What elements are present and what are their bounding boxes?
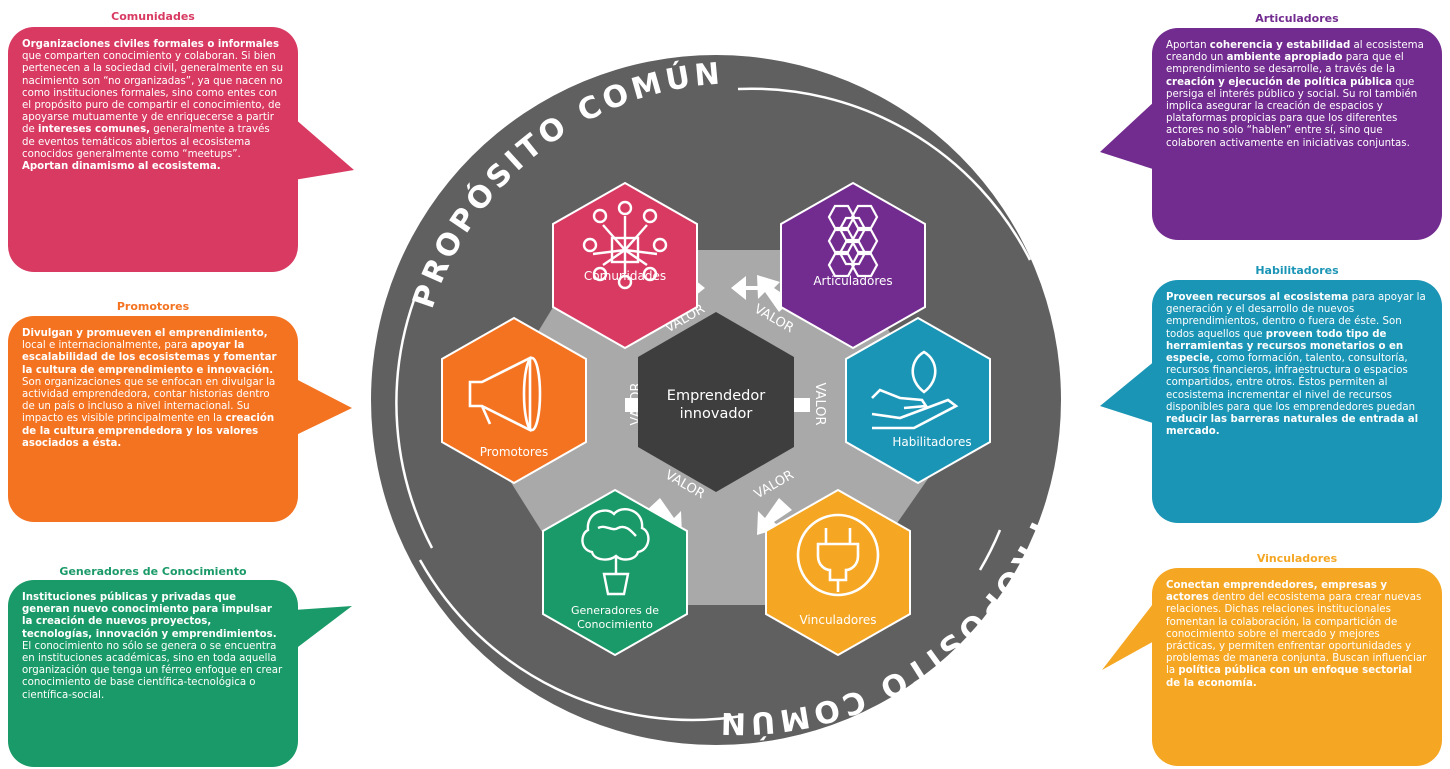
hexagon-label-promotores: Promotores [480, 445, 548, 459]
promotores-panel-tail [294, 378, 352, 436]
center-label-line1: Emprendedor [667, 388, 765, 404]
generadores-panel-text-segment: El conocimiento no sólo se genera o se e… [22, 640, 283, 701]
articuladores-panel-text-segment: que persiga el interés público y social.… [1166, 76, 1418, 149]
hexagon-habilitadores: Habilitadores [845, 316, 991, 485]
vinculadores-panel-tail [1102, 600, 1156, 670]
promotores-panel-text-segment: Son organizaciones que se enfocan en div… [22, 376, 276, 425]
valor-label-br: VALOR [752, 468, 797, 502]
promotores-panel-text-segment: creación de la cultura emprendedora y lo… [22, 413, 275, 449]
habilitadores-panel-text-segment: como formación, talento, consultoría, re… [1166, 353, 1416, 413]
hexagon-articuladores: Articuladores [780, 181, 926, 350]
articuladores-panel-text: Aportan coherencia y estabilidad al ecos… [1166, 40, 1428, 150]
comunidades-panel-title: Comunidades [111, 10, 195, 23]
comunidades-panel-text-segment: Aportan dinamismo al ecosistema. [22, 161, 221, 173]
vinculadores-panel-text: Conectan emprendedores, empresas y actor… [1166, 580, 1428, 690]
arrow-outer-tr [731, 276, 760, 300]
articuladores-panel-tail [1100, 100, 1156, 170]
ring-text-bottom: PROPÓSITO COMÚN [716, 517, 1057, 743]
hexagon-grid-icon [827, 204, 879, 278]
plug-icon [796, 513, 880, 597]
articuladores-panel-text-segment: Aportan [1166, 40, 1210, 51]
arrow-habilitadores [775, 390, 810, 420]
habilitadores-panel-text-segment: proveen todo tipo de herramientas y recu… [1166, 328, 1404, 365]
promotores-panel-title: Promotores [116, 300, 190, 313]
ring-text-bottom-path: PROPÓSITO COMÚN [716, 517, 1053, 743]
ring-line-top [395, 87, 1032, 549]
comunidades-panel: Organizaciones civiles formales o inform… [8, 27, 298, 272]
comunidades-panel-text-segment: que comparten conocimiento y colaboran. … [22, 51, 284, 136]
hexagon-label-habilitadores: Habilitadores [892, 435, 971, 449]
outer-ring [371, 55, 1061, 745]
promotores-panel-text-segment: apoyar la escalabilidad de los ecosistem… [22, 340, 277, 376]
habilitadores-panel-text-segment: reducir las barreras naturales de entrad… [1166, 414, 1419, 438]
habilitadores-panel-text-segment: para apoyar la generación y el desarroll… [1166, 292, 1426, 340]
comunidades-panel-tail [294, 118, 354, 180]
valor-labels: VALOR VALOR VALOR VALOR VALOR VALOR [629, 302, 827, 502]
hexagon-label-vinculadores: Vinculadores [799, 613, 876, 627]
generadores-panel-tail [294, 606, 352, 650]
brain-plant-icon [581, 508, 650, 596]
arrow-comunidades [647, 275, 682, 312]
ring-line-bottom [418, 529, 1002, 722]
value-arrows [625, 275, 810, 535]
hexagon-label-generadores-line1: Generadores de [571, 604, 659, 617]
comunidades-panel-text-segment: Organizaciones civiles formales o inform… [22, 39, 280, 50]
hexagon-promotores: Promotores [441, 316, 587, 485]
people-network-icon [582, 200, 668, 290]
promotores-panel-text: Divulgan y promueven el emprendimiento, … [22, 328, 284, 450]
valor-label-l: VALOR [629, 383, 644, 426]
generadores-panel: Instituciones públicas y privadas que ge… [8, 580, 298, 767]
articuladores-panel-title: Articuladores [1255, 12, 1339, 25]
vinculadores-panel-text-segment: política pública con un enfoque sectoria… [1166, 665, 1412, 689]
articuladores-panel-text-segment: ambiente apropiado [1226, 52, 1343, 64]
habilitadores-panel: Proveen recursos al ecosistema para apoy… [1152, 280, 1442, 523]
articuladores-panel-text-segment: coherencia y estabilidad [1209, 40, 1351, 51]
arrow-vinculadores [757, 498, 792, 535]
habilitadores-panel-title: Habilitadores [1255, 264, 1339, 277]
articuladores-panel: Aportan coherencia y estabilidad al ecos… [1152, 28, 1442, 240]
comunidades-panel-text-segment: generalmente a través de eventos temátic… [22, 124, 270, 160]
arrow-articuladores [757, 275, 792, 312]
arrow-outer-tl [676, 276, 705, 300]
valor-label-bl: VALOR [662, 468, 707, 502]
inner-area [478, 250, 955, 605]
articuladores-panel-text-segment: creación y ejecución de política pública [1166, 76, 1392, 88]
habilitadores-panel-tail [1100, 360, 1156, 424]
vinculadores-panel-title: Vinculadores [1256, 552, 1338, 565]
promotores-panel: Divulgan y promueven el emprendimiento, … [8, 316, 298, 522]
megaphone-icon [468, 355, 542, 433]
valor-label-r: VALOR [812, 383, 827, 426]
vinculadores-panel: Conectan emprendedores, empresas y actor… [1152, 568, 1442, 766]
hexagon-label-articuladores: Articuladores [813, 274, 892, 288]
generadores-panel-text-segment: Instituciones públicas y privadas que ge… [22, 592, 277, 640]
comunidades-panel-text: Organizaciones civiles formales o inform… [22, 39, 284, 173]
center-hexagon [638, 312, 794, 492]
arrow-generadores [647, 498, 682, 535]
comunidades-panel-text-segment: intereses comunes, [37, 124, 151, 136]
articuladores-panel-text-segment: para que el emprendimiento se desarrolle… [1166, 52, 1404, 76]
ring-text-top-path: PROPÓSITO COMÚN [406, 56, 721, 312]
hexagon-label-generadores-line2: Conocimiento [577, 618, 653, 631]
valor-label-tr: VALOR [751, 302, 796, 336]
generadores-panel-text: Instituciones públicas y privadas que ge… [22, 592, 284, 702]
generadores-panel-title: Generadores de Conocimiento [59, 565, 247, 578]
arrow-promotores [625, 390, 660, 420]
hand-drop-icon [871, 350, 959, 430]
articuladores-panel-text-segment: al ecosistema creando un [1166, 40, 1424, 64]
hexagon-generadores: Generadores de Conocimiento [542, 488, 688, 657]
valor-label-tl: VALOR [663, 302, 708, 336]
promotores-panel-text-segment: local e internacionalmente, para [22, 340, 191, 352]
vinculadores-panel-text-segment: dentro del ecosistema para crear nuevas … [1166, 592, 1427, 677]
hexagon-label-comunidades: Comunidades [584, 269, 666, 283]
center-label-line2: innovador [680, 406, 753, 422]
promotores-panel-text-segment: Divulgan y promueven el emprendimiento, [22, 328, 268, 339]
habilitadores-panel-text: Proveen recursos al ecosistema para apoy… [1166, 292, 1428, 438]
hexagon-vinculadores: Vinculadores [765, 488, 911, 657]
ring-text-top: PROPÓSITO COMÚN [406, 56, 725, 312]
hexagon-comunidades: Comunidades [552, 181, 698, 350]
vinculadores-panel-text-segment: Conectan emprendedores, empresas y actor… [1166, 580, 1388, 604]
habilitadores-panel-text-segment: Proveen recursos al ecosistema [1166, 292, 1349, 303]
